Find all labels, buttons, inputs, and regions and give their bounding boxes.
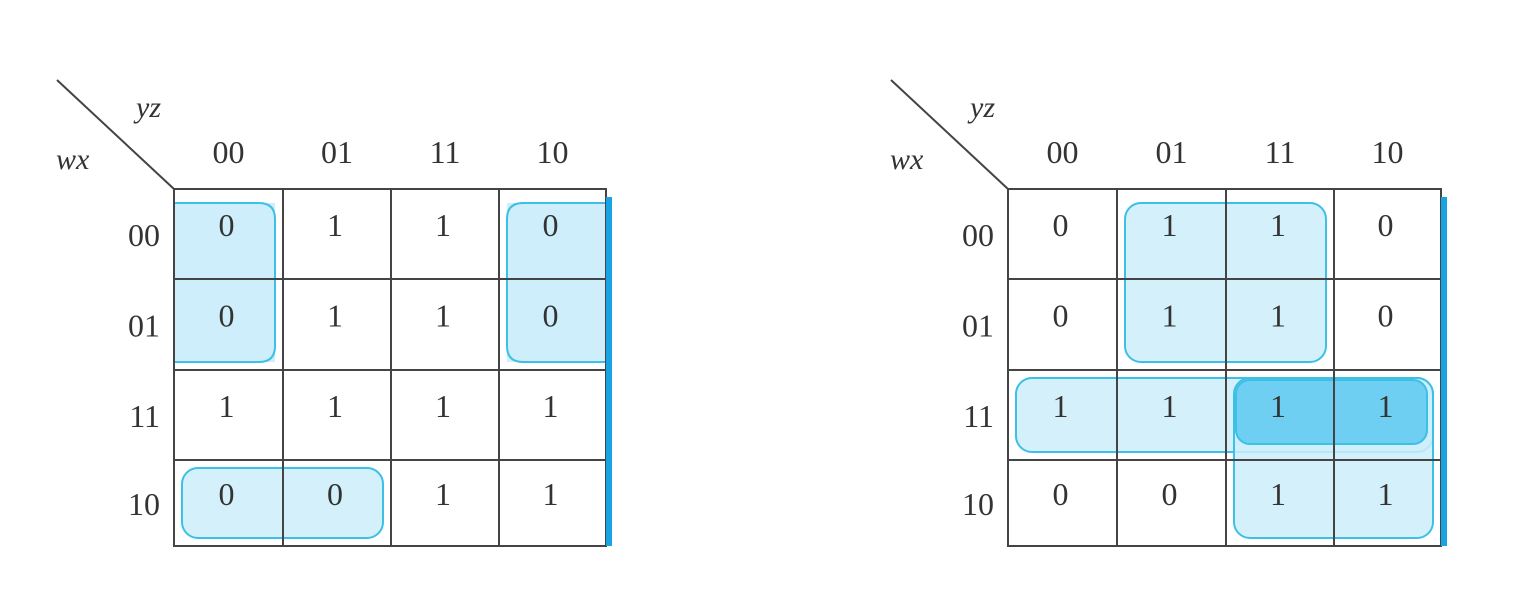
row-label: 00 xyxy=(962,217,994,253)
corner-diagonal xyxy=(56,79,175,190)
cell-value: 0 xyxy=(1378,298,1394,334)
group-fill xyxy=(174,203,275,362)
row-var-label: wx xyxy=(56,143,90,176)
col-label: 11 xyxy=(430,134,461,170)
corner-diagonal xyxy=(890,79,1009,190)
cell-value: 1 xyxy=(1270,298,1286,334)
cell-value: 0 xyxy=(543,207,559,243)
col-var-label: yz xyxy=(133,91,161,124)
cell-value: 0 xyxy=(1378,207,1394,243)
row-label: 00 xyxy=(128,217,160,253)
accent-bar xyxy=(606,197,612,546)
group-outline xyxy=(174,202,276,363)
col-label: 01 xyxy=(321,134,353,170)
cell-value: 1 xyxy=(219,388,235,424)
cell-value: 1 xyxy=(435,476,451,512)
col-label: 11 xyxy=(1265,134,1296,170)
cell-value: 1 xyxy=(1270,476,1286,512)
cell-value: 0 xyxy=(327,476,343,512)
cell-value: 0 xyxy=(1053,476,1069,512)
cell-value: 1 xyxy=(1378,388,1394,424)
cell-value: 0 xyxy=(219,476,235,512)
cell-value: 1 xyxy=(1162,207,1178,243)
cell-value: 1 xyxy=(327,388,343,424)
cell-value: 1 xyxy=(543,388,559,424)
col-label: 10 xyxy=(1372,134,1404,170)
cell-value: 1 xyxy=(435,298,451,334)
group-fill xyxy=(507,203,606,362)
group-outline xyxy=(506,202,606,363)
accent-bar xyxy=(1441,197,1447,546)
col-label: 00 xyxy=(1047,134,1079,170)
row-label: 10 xyxy=(128,486,160,522)
cell-value: 1 xyxy=(327,207,343,243)
row-label: 10 xyxy=(962,486,994,522)
col-label: 00 xyxy=(213,134,245,170)
cell-value: 0 xyxy=(219,207,235,243)
cell-value: 1 xyxy=(1162,298,1178,334)
cell-value: 1 xyxy=(435,388,451,424)
cell-value: 1 xyxy=(1270,388,1286,424)
group-overlap xyxy=(1235,379,1428,445)
cell-value: 1 xyxy=(1270,207,1286,243)
cell-value: 1 xyxy=(327,298,343,334)
row-label: 01 xyxy=(128,308,160,344)
cell-value: 0 xyxy=(1162,476,1178,512)
col-label: 10 xyxy=(537,134,569,170)
cell-value: 1 xyxy=(435,207,451,243)
col-var-label: yz xyxy=(967,91,995,124)
col-label: 01 xyxy=(1156,134,1188,170)
cell-value: 1 xyxy=(1053,388,1069,424)
cell-value: 1 xyxy=(543,476,559,512)
cell-value: 0 xyxy=(543,298,559,334)
row-label: 01 xyxy=(962,308,994,344)
cell-value: 0 xyxy=(1053,207,1069,243)
row-label: 11 xyxy=(963,398,994,434)
row-label: 11 xyxy=(129,398,160,434)
cell-value: 1 xyxy=(1162,388,1178,424)
cell-value: 1 xyxy=(1378,476,1394,512)
cell-value: 0 xyxy=(219,298,235,334)
cell-value: 0 xyxy=(1053,298,1069,334)
row-var-label: wx xyxy=(890,143,924,176)
